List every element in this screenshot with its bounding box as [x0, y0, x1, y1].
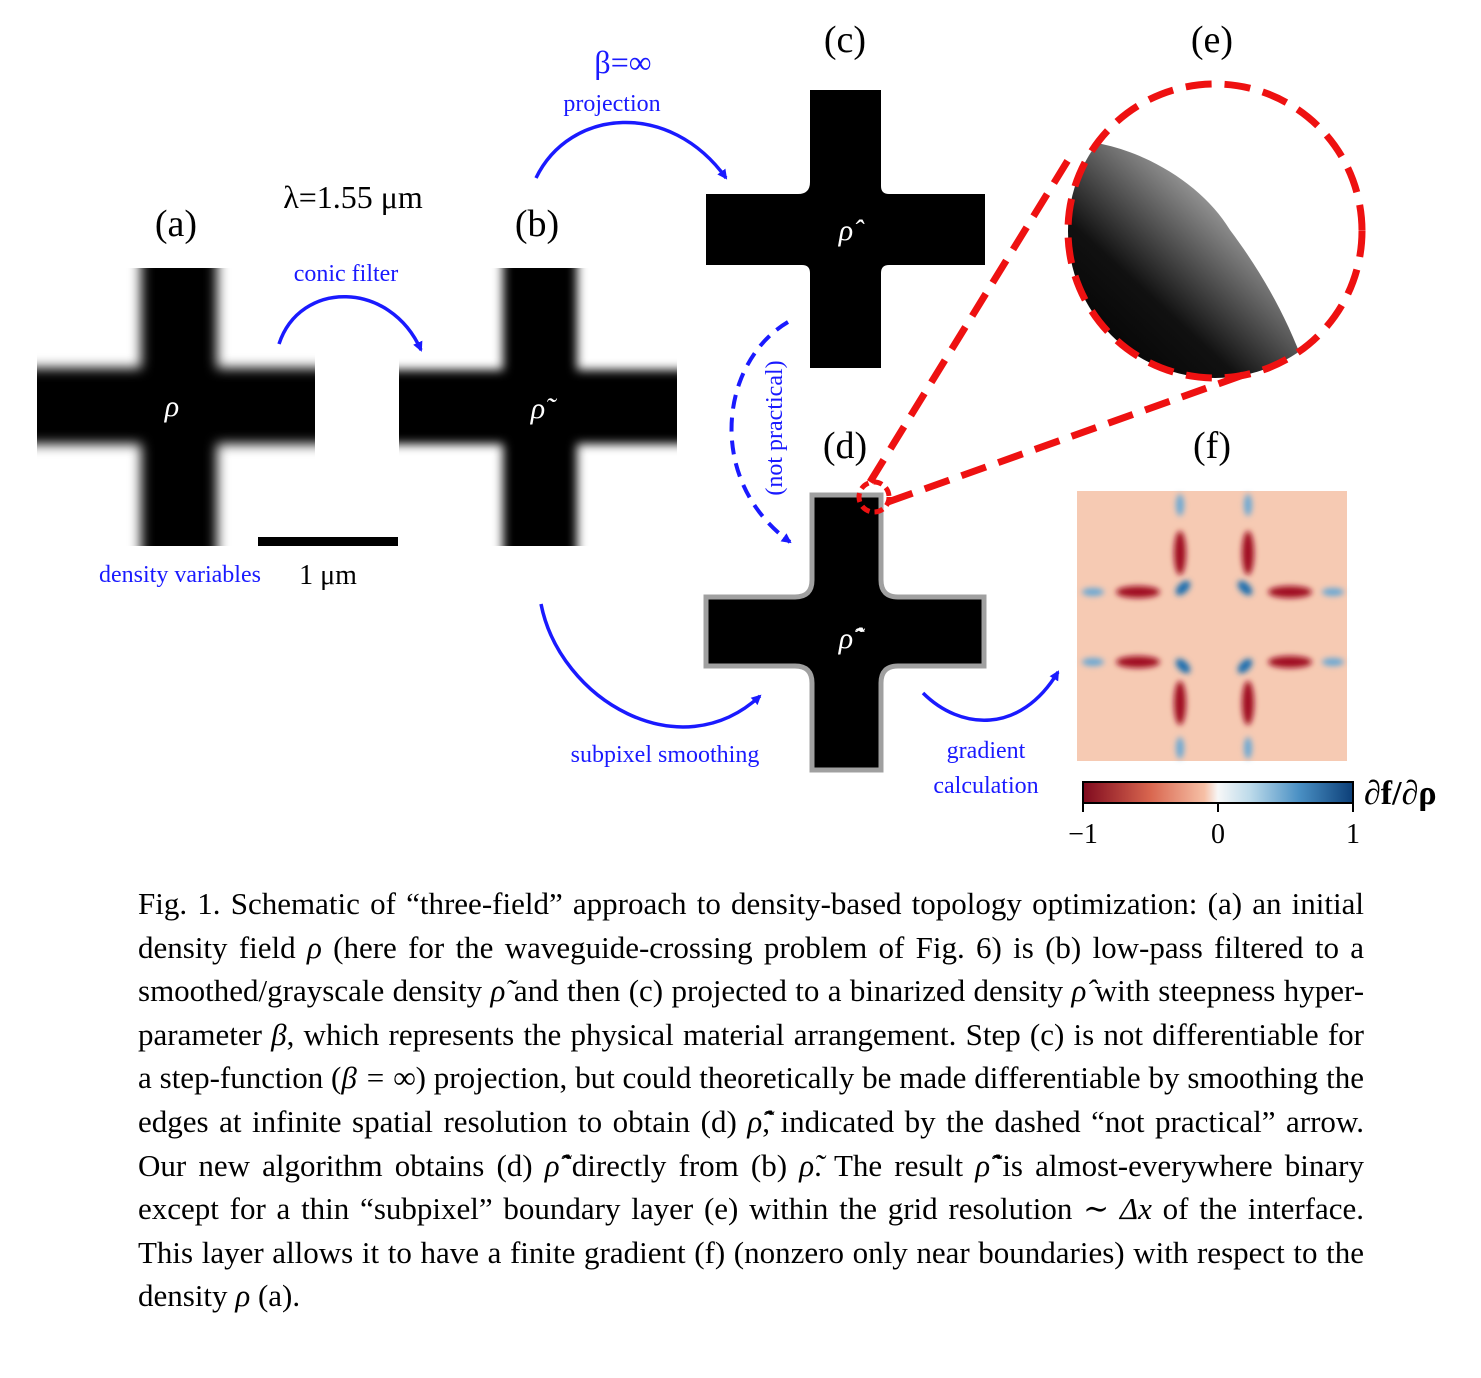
panel-a-cross	[37, 268, 315, 546]
caption-sym-rho-hat-tilde-2: ρ̂̃	[544, 1147, 560, 1183]
panel-b-cross	[399, 268, 677, 546]
scale-bar-label: 1 μm	[299, 560, 357, 591]
caption-sym-beta: β	[271, 1016, 287, 1052]
caption-text-8: directly from (b)	[571, 1147, 788, 1183]
subpixel-smoothing-arrow	[539, 603, 762, 729]
caption-text-3: and then (c) projected to a binarized de…	[513, 973, 1064, 1009]
conic-filter-arrow	[277, 295, 423, 352]
caption-sym-rho-hat: ρ̂	[1071, 973, 1087, 1009]
caption-text-12: (a).	[257, 1278, 301, 1314]
conic-filter-label: conic filter	[294, 261, 399, 287]
gradient-arrow	[921, 670, 1060, 722]
caption-text-9: . The result	[814, 1147, 964, 1183]
panel-c-cross	[706, 90, 985, 368]
panel-d-cross	[703, 492, 987, 773]
caption-sym-dx: Δx	[1119, 1191, 1152, 1227]
caption-text-11: of the interface. This layer allows it t…	[138, 1191, 1365, 1314]
figure: (a) ρ density variables 1 μm λ=1.55 μm c…	[37, 19, 1437, 850]
caption-text-1: Schematic of “three-field” approach to d…	[138, 886, 1365, 965]
panel-f-label: (f)	[1193, 425, 1231, 467]
wavelength-label: λ=1.55 μm	[283, 179, 423, 215]
caption-text-4: with steepness hyper-parameter	[138, 973, 1365, 1052]
projection-arrow	[534, 120, 728, 180]
projection-label: projection	[563, 91, 660, 117]
subpixel-smoothing-label: subpixel smoothing	[571, 742, 760, 768]
panel-c-label: (c)	[824, 19, 866, 61]
colorbar-tick-label-neg1: −1	[1068, 819, 1098, 850]
panel-a-label: (a)	[155, 203, 197, 245]
caption-text-6: ) projection, but could theoretically be…	[138, 1060, 1364, 1139]
caption-text-5: , which represents the physical material…	[138, 1016, 1365, 1096]
panel-e-zoom	[1068, 84, 1362, 378]
caption-fig-label: Fig. 1.	[138, 886, 221, 921]
panel-b-label: (b)	[515, 203, 559, 245]
caption-sym-rho-hat-tilde-1: ρ̂̃	[747, 1103, 763, 1139]
gradient-label-line2: calculation	[933, 773, 1038, 799]
zoom-connector-upper	[867, 150, 1076, 484]
caption-sym-rho-2: ρ	[235, 1278, 251, 1314]
colorbar-tick-label-0: 0	[1211, 819, 1225, 850]
figure-caption: Fig. 1. Schematic of “three-field” appro…	[138, 882, 1364, 1318]
colorbar-label: ∂f/∂ρ	[1364, 775, 1437, 812]
panel-f-gradient-map	[1077, 491, 1347, 761]
scale-bar	[258, 537, 398, 546]
caption-text-10: is almost-everywhere binary except for a…	[138, 1147, 1364, 1227]
panel-a-symbol: ρ	[164, 390, 179, 423]
caption-sym-rho: ρ	[306, 929, 322, 965]
colorbar	[1082, 781, 1354, 804]
not-practical-label: (not practical)	[762, 360, 788, 495]
zoom-circle-large	[1064, 80, 1366, 382]
caption-sym-rho-tilde: ρ̃	[490, 973, 506, 1009]
panel-e-label: (e)	[1191, 19, 1233, 61]
caption-text-7: , indicated by the dashed “not practical…	[138, 1103, 1365, 1183]
density-variables-label: density variables	[99, 562, 261, 588]
not-practical-arrow	[729, 320, 792, 544]
gradient-label-line1: gradient	[947, 738, 1026, 764]
colorbar-tick-label-1: 1	[1346, 819, 1360, 850]
caption-text-2: (here for the waveguide-crossing problem…	[138, 929, 1365, 1009]
caption-sym-beta-inf: β = ∞	[341, 1060, 416, 1096]
beta-infinity-label: β=∞	[594, 44, 651, 80]
caption-sym-rho-tilde-2: ρ̃	[799, 1147, 815, 1183]
panel-d-label: (d)	[823, 425, 867, 467]
caption-sym-rho-hat-tilde-3: ρ̂̃	[975, 1147, 991, 1183]
zoom-connector-lower	[886, 370, 1248, 506]
